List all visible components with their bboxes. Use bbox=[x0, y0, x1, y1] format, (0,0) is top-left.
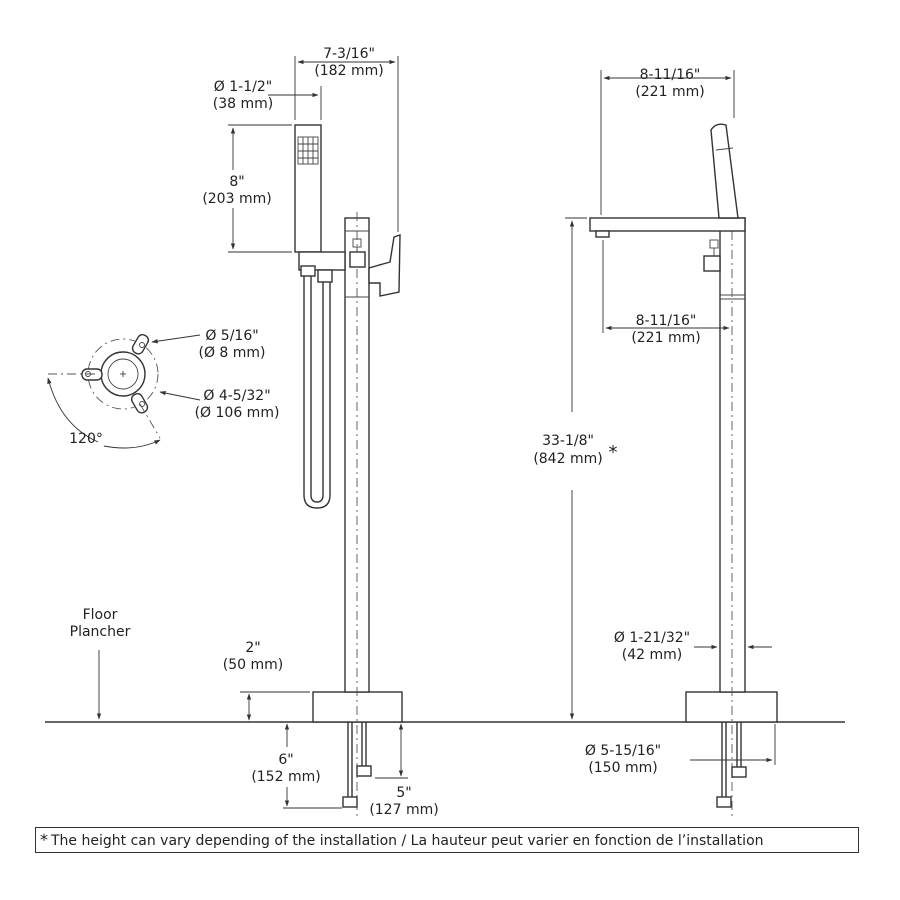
side-supply-lines bbox=[716, 722, 747, 808]
label-base-height-mm: (50 mm) bbox=[223, 657, 283, 673]
label-plancher: Plancher bbox=[70, 624, 131, 640]
label-spout-reach-in: 8-11/16" bbox=[636, 313, 697, 329]
front-view bbox=[294, 124, 403, 820]
label-base-dia-mm: (150 mm) bbox=[588, 760, 657, 776]
label-handshower-dia-mm: (38 mm) bbox=[213, 96, 273, 112]
label-bolt-dia-mm: (Ø 8 mm) bbox=[198, 345, 265, 361]
front-supply-lines bbox=[342, 722, 372, 808]
label-angle: 120° bbox=[69, 431, 103, 447]
front-base bbox=[312, 691, 403, 723]
label-top-width-mm: (182 mm) bbox=[314, 63, 383, 79]
label-below-floor-long-in: 6" bbox=[278, 752, 293, 768]
spout bbox=[589, 217, 746, 232]
label-column-dia-mm: (42 mm) bbox=[622, 647, 682, 663]
label-below-floor-short-in: 5" bbox=[396, 785, 411, 801]
footnote-box: *The height can vary depending of the in… bbox=[35, 827, 859, 853]
footnote-text: The height can vary depending of the ins… bbox=[51, 833, 764, 849]
label-handshower-len-mm: (203 mm) bbox=[202, 191, 271, 207]
hose bbox=[303, 276, 331, 509]
side-base bbox=[685, 691, 778, 723]
label-spout-reach-mm: (221 mm) bbox=[631, 330, 700, 346]
side-column bbox=[719, 217, 746, 693]
front-lever bbox=[368, 234, 401, 297]
side-view bbox=[589, 123, 778, 820]
label-bolt-dia-in: Ø 5/16" bbox=[205, 328, 258, 344]
label-flange-dia-in: Ø 4-5/32" bbox=[203, 388, 270, 404]
label-floor: Floor bbox=[83, 607, 118, 623]
front-dimensions bbox=[96, 56, 408, 809]
label-handshower-dia-in: Ø 1-1/2" bbox=[214, 79, 272, 95]
label-below-floor-short-mm: (127 mm) bbox=[369, 802, 438, 818]
footnote-star: * bbox=[40, 830, 48, 849]
label-below-floor-long-mm: (152 mm) bbox=[251, 769, 320, 785]
flange-detail bbox=[47, 333, 201, 449]
label-column-dia-in: Ø 1-21/32" bbox=[614, 630, 690, 646]
label-handshower-len-in: 8" bbox=[229, 174, 244, 190]
label-base-dia-in: Ø 5-15/16" bbox=[585, 743, 661, 759]
label-flange-dia-mm: (Ø 106 mm) bbox=[195, 405, 280, 421]
label-side-top-width-in: 8-11/16" bbox=[640, 67, 701, 83]
label-height-star: * bbox=[609, 442, 618, 463]
label-base-height-in: 2" bbox=[245, 640, 260, 656]
label-side-top-width-mm: (221 mm) bbox=[635, 84, 704, 100]
side-handshower bbox=[710, 123, 739, 219]
label-total-height-mm: (842 mm) bbox=[533, 451, 602, 467]
dimension-labels: 7-3/16" (182 mm) Ø 1-1/2" (38 mm) 8" (20… bbox=[69, 46, 705, 818]
side-dimensions bbox=[565, 70, 776, 765]
label-total-height-in: 33-1/8" bbox=[542, 433, 594, 449]
label-top-width-in: 7-3/16" bbox=[323, 46, 375, 62]
